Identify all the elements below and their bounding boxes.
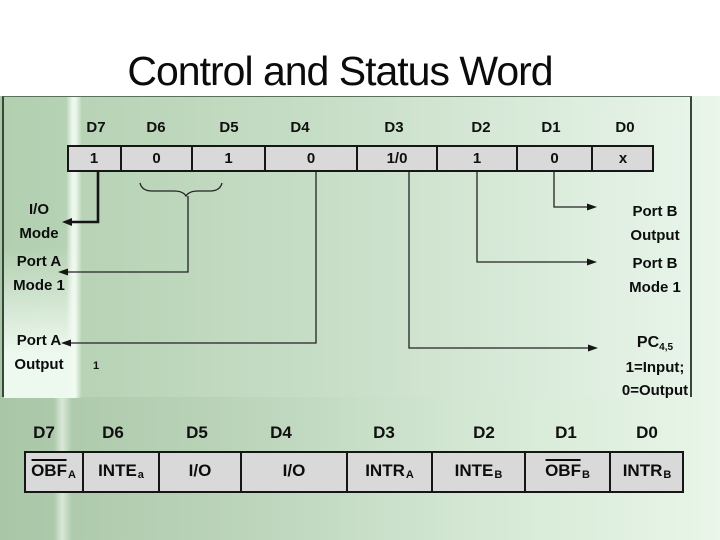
register-cell-divider [516,145,518,172]
register-bit-cell: 0 [306,150,316,167]
status-cell-divider [240,451,242,493]
status-cell-divider [431,451,433,493]
status-bit-label: D7 [33,423,55,442]
status-cell-divider [524,451,526,493]
register-cell-divider [591,145,593,172]
register-cell-divider [436,145,438,172]
register-bit-cell: 1/0 [386,150,408,167]
register-bit-cell: 1 [224,150,233,167]
status-cell: INTRA [365,461,414,481]
status-bit-label: D3 [373,423,395,442]
status-cell: OBFA [31,459,76,481]
status-cell-divider [609,451,611,493]
register-bit-label: D7 [86,119,106,136]
register-cell-divider [356,145,358,172]
register-bit-label: D1 [541,119,561,136]
status-cell: I/O [188,461,212,480]
status-bit-label: D6 [102,423,124,442]
register-bit-label: D3 [384,119,404,136]
register-bit-label: D2 [471,119,491,136]
register-bit-label: D6 [146,119,166,136]
register-bit-cell: x [618,150,628,167]
register-bit-cell: 0 [152,150,161,167]
status-table-box [24,451,684,493]
status-bit-label: D4 [270,423,292,442]
register-bit-cell: 0 [550,150,559,167]
status-cell: INTEa [98,461,144,481]
register-cell-divider [120,145,122,172]
status-bit-label: D0 [636,423,658,442]
register-bit-label: D4 [290,119,310,136]
pc-label: PC [636,334,660,351]
status-cell-divider [346,451,348,493]
status-cell: INTEB [454,461,503,481]
page-title: Control and Status Word [127,48,553,94]
register-bit-label: D5 [219,119,239,136]
status-bit-label: D2 [473,423,495,442]
status-bit-label: D5 [186,423,208,442]
status-bit-label: D1 [555,423,577,442]
register-box [67,145,654,172]
status-cell-divider [158,451,160,493]
register-bit-label: D0 [615,119,635,136]
register-bit-cell: 1 [89,150,99,167]
register-cell-divider [264,145,266,172]
pc-legend-line2: 0=Output [621,382,689,399]
pc-legend-line1: 1=Input; [625,359,685,376]
annotation-pc45: PC4,5 [610,331,700,360]
register-cell-divider [191,145,193,172]
control-word-diagram-panel [2,96,692,398]
status-cell-divider [82,451,84,493]
status-cell: OBFB [545,459,590,481]
stray-digit: 1 [93,360,100,372]
status-cell: I/O [282,461,306,480]
annotation-pc-legend: 1=Input; 0=Output [610,356,700,402]
pc-subscript: 4,5 [659,342,674,353]
title-band: Control and Status Word [0,0,720,96]
register-bit-cell: 1 [472,150,482,167]
status-cell: INTRB [622,461,672,481]
